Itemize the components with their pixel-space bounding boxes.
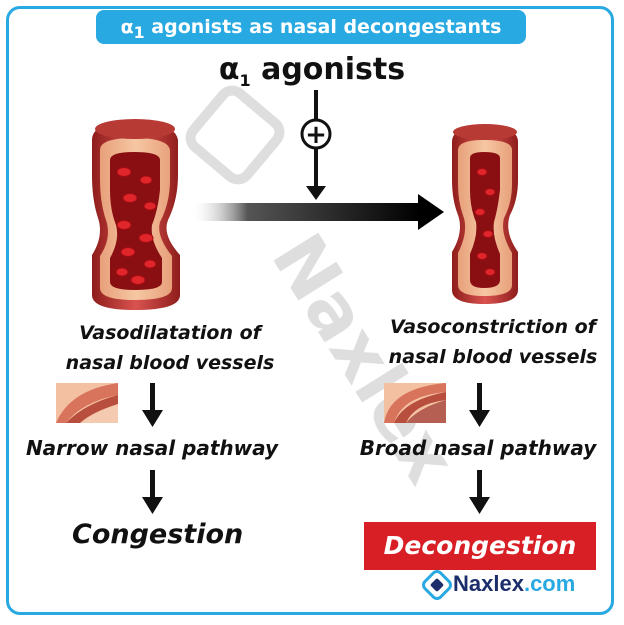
agonist-text: agonists [250,52,406,87]
diagram-frame [6,6,614,615]
agonist-alpha: α [218,52,240,87]
vasodilatation-label: Vasodilatation of nasal blood vessels [60,318,280,378]
vasodilatation-line2: nasal blood vessels [65,352,275,374]
constricted-vessel-illustration [452,124,518,304]
dilated-vessel-illustration [92,119,180,310]
broad-pathway-image [384,383,446,423]
vasodilatation-line1: Vasodilatation of [79,322,261,344]
narrow-pathway-label: Narrow nasal pathway [25,436,279,460]
brand-name: Naxlex.com [453,571,575,597]
agonist-arrow-head [306,186,326,200]
left-flow-arrows [142,383,163,514]
vasoconstriction-label: Vasoconstriction of nasal blood vessels [374,312,612,372]
transition-arrow-head [418,194,444,230]
title-text: agonists as nasal decongestants [144,16,502,38]
narrow-pathway-image [56,383,118,423]
brand-name-text: Naxlex [453,571,524,596]
decongestion-box: Decongestion [364,522,596,570]
right-flow-arrows [469,383,490,514]
naxlex-logo-icon [422,570,452,600]
title-banner: α1 agonists as nasal decongestants [96,10,526,44]
broad-pathway-label: Broad nasal pathway [359,436,597,460]
title-alpha-sub: 1 [133,22,145,42]
title-alpha: α [120,16,134,38]
vasoconstriction-line1: Vasoconstriction of [390,316,596,338]
congestion-label: Congestion [72,519,244,550]
agonist-label: α1 agonists [0,52,624,90]
plus-sign: + [305,120,327,150]
agonist-alpha-sub: 1 [239,71,251,90]
brand-domain: .com [523,571,576,596]
vasoconstriction-line2: nasal blood vessels [388,346,598,368]
transition-arrow-shaft [190,203,420,221]
